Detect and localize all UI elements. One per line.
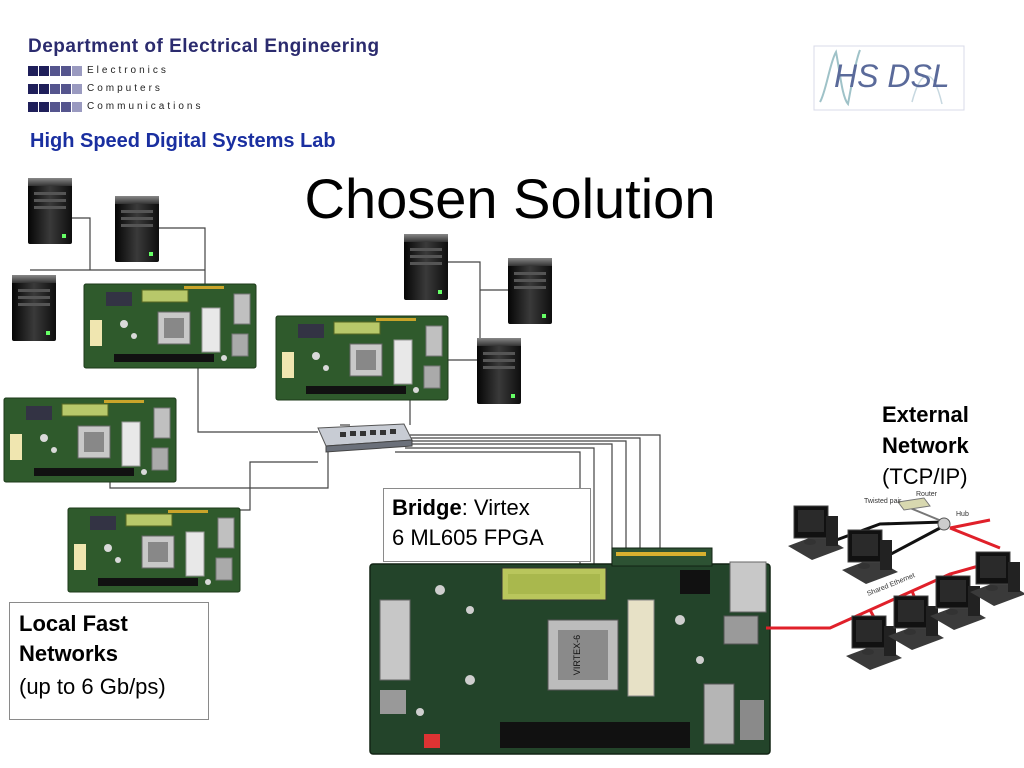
track-communications: Communications [28, 100, 203, 113]
track-label: Computers [87, 83, 163, 94]
local-link-lines [30, 217, 661, 565]
bridge-callout: Bridge: Virtex 6 ML605 FPGA [383, 488, 591, 562]
pc-icon [787, 505, 845, 561]
slide-title: Chosen Solution [304, 167, 716, 230]
fpga-board [3, 397, 177, 483]
external-line1: External [882, 402, 969, 427]
lab-name: High Speed Digital Systems Lab [30, 130, 336, 152]
chip-marking: VIRTEX-6 [572, 635, 582, 675]
fpga-board [275, 315, 449, 401]
bridge-board: VIRTEX-6 [369, 547, 771, 755]
server-icon [115, 196, 159, 262]
external-line3: (TCP/IP) [882, 464, 968, 489]
bridge-line2: 6 ML605 FPGA [392, 525, 544, 550]
bridge-label-rest: : Virtex [461, 495, 530, 520]
external-network: Router Twisted pair Hub Shared Ethernet [766, 491, 1024, 671]
logo-text: HS DSL [834, 58, 950, 94]
server-icon [508, 258, 552, 324]
local-networks-callout: Local Fast Networks (up to 6 Gb/ps) [9, 602, 209, 720]
router-icon [897, 497, 931, 511]
track-electronics: Electronics [28, 64, 169, 77]
server-icon [404, 234, 448, 300]
hub-label: Hub [956, 511, 969, 518]
server-icon [12, 275, 56, 341]
server-icon [477, 338, 521, 404]
fpga-board [67, 507, 241, 593]
network-switch [317, 423, 413, 453]
external-network-label: External Network (TCP/IP) [882, 399, 969, 492]
track-label: Communications [87, 101, 204, 112]
bridge-line1: Bridge: Virtex [392, 493, 582, 523]
hsdsl-logo: HS DSL [812, 42, 972, 114]
pc-icon [841, 529, 899, 585]
local-line3: (up to 6 Gb/ps) [19, 674, 166, 699]
server-icon [28, 178, 72, 244]
local-line1: Local Fast [19, 611, 128, 636]
bridge-label-bold: Bridge [392, 495, 462, 520]
local-line2: Networks [19, 641, 119, 666]
router-label: Router [916, 491, 938, 498]
hub-icon [937, 517, 951, 531]
external-line2: Network [882, 433, 969, 458]
twisted-pair-label: Twisted pair [864, 498, 902, 505]
track-computers: Computers [28, 82, 163, 95]
track-label: Electronics [87, 65, 169, 76]
department-title: Department of Electrical Engineering [28, 36, 380, 57]
fpga-board [83, 283, 257, 369]
